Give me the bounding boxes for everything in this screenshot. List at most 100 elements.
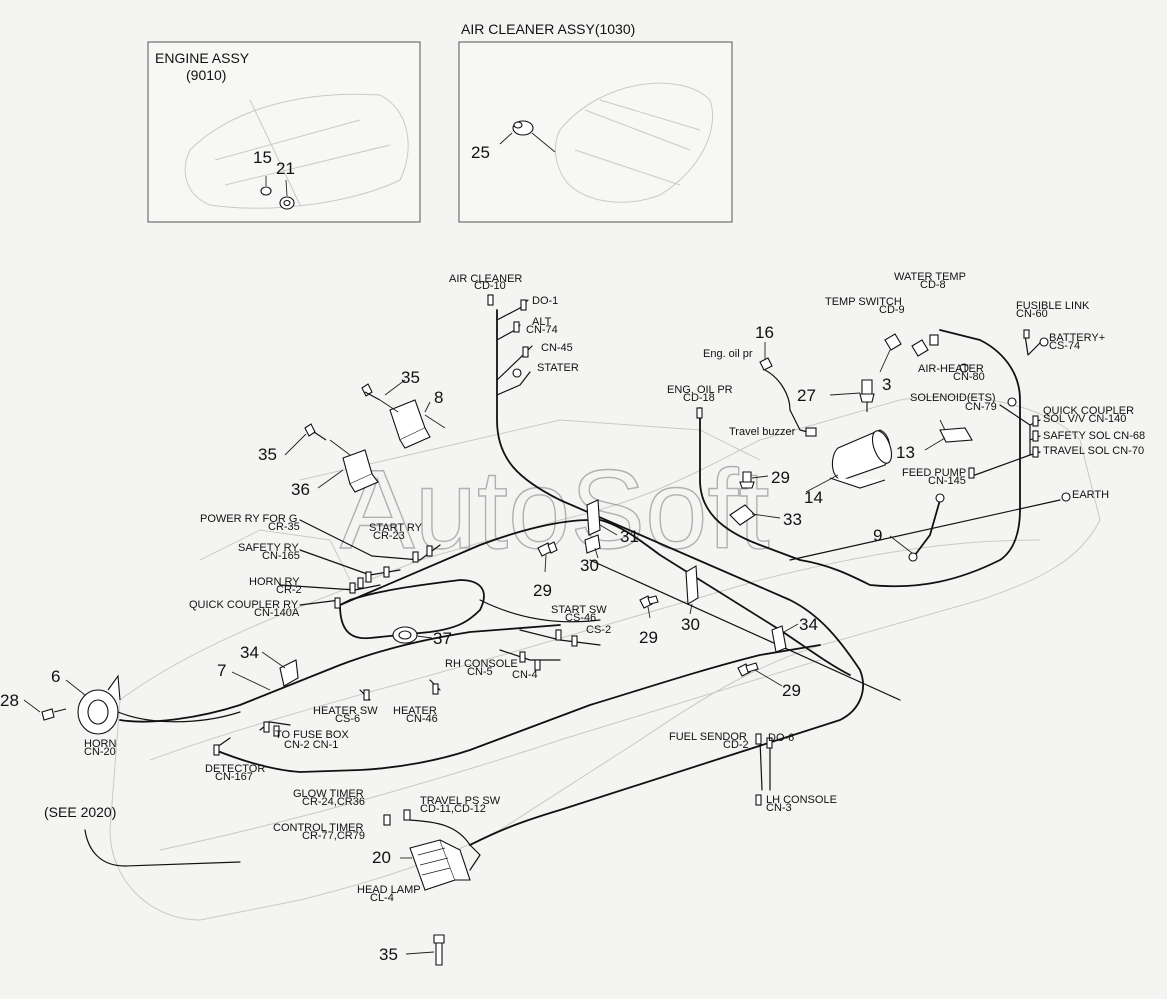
engine-assy-title: ENGINE ASSY — [155, 50, 250, 66]
label-horn-ry: HORN RY — [249, 576, 300, 588]
label-cs2: CS-2 — [586, 624, 611, 636]
label-power-ry: POWER RY FOR G — [200, 513, 297, 525]
label-battery: BATTERY+ — [1049, 332, 1105, 344]
callout-9: 9 — [873, 526, 882, 545]
callout-35-bottom: 35 — [379, 945, 398, 964]
label-glow-timer-code: CR-24,CR36 — [302, 796, 365, 808]
label-lh-console-code: CN-3 — [766, 802, 792, 814]
label-qc-ry-code: CN-140A — [254, 607, 300, 619]
horn-6 — [77, 674, 121, 735]
label-rh-console: RH CONSOLE — [445, 658, 518, 670]
clamp-30b — [685, 565, 699, 605]
label-fuel-sendor: FUEL SENDOR — [669, 731, 747, 743]
label-see-2020: (SEE 2020) — [44, 804, 116, 820]
callouts: 35 8 35 36 16 27 3 13 29 14 33 9 31 30 2… — [0, 323, 915, 964]
label-temp-switch-code: CD-9 — [879, 304, 905, 316]
label-alt-code: CN-74 — [526, 324, 558, 336]
callout-36: 36 — [291, 480, 310, 499]
label-fusible-link: FUSIBLE LINK — [1016, 300, 1090, 312]
label-water-temp-code: CD-8 — [920, 279, 946, 291]
label-cn45: CN-45 — [541, 342, 573, 354]
label-feed-pump-code: CN-145 — [928, 475, 966, 487]
label-start-ry-code: CR-23 — [373, 530, 405, 542]
clamp-31 — [586, 499, 601, 536]
label-stater: STATER — [537, 362, 579, 374]
can-14 — [829, 429, 893, 489]
label-to-fuse-box-code: CN-2 CN-1 — [284, 739, 338, 751]
label-do1: DO-1 — [532, 295, 558, 307]
label-start-sw-code: CS-46 — [565, 612, 596, 624]
label-alt: ALT — [532, 316, 552, 328]
clamp-33 — [729, 504, 756, 526]
label-power-ry-code: CR-35 — [268, 521, 300, 533]
label-air-heater: AIR-HEATER — [918, 363, 984, 375]
callout-34-left: 34 — [240, 643, 259, 662]
air-cleaner-assy-title: AIR CLEANER ASSY(1030) — [461, 21, 635, 37]
label-start-ry: START RY — [369, 522, 423, 534]
air-cleaner-inset: AIR CLEANER ASSY(1030) 25 — [458, 21, 733, 223]
label-horn-code: CN-20 — [84, 746, 116, 758]
bolt-27 — [859, 379, 875, 412]
clamp-30a — [584, 534, 601, 554]
clamp-34b — [279, 659, 299, 687]
label-heater-sw-code: CS-6 — [335, 713, 360, 725]
callout-13: 13 — [896, 443, 915, 462]
bolt-35a — [361, 383, 399, 413]
label-heater-sw: HEATER SW — [313, 705, 378, 717]
bolt-28 — [41, 708, 67, 721]
label-fuel-sendor-code: CD-2 — [723, 739, 749, 751]
head-lamp-20 — [409, 839, 471, 891]
label-travel-buzzer: Travel buzzer — [729, 426, 796, 438]
callout-6: 6 — [51, 667, 60, 686]
temp-switch-3 — [884, 333, 939, 357]
engine-assy-code: (9010) — [186, 67, 226, 83]
label-horn-ry-code: CR-2 — [276, 584, 302, 596]
callout-29-engine: 29 — [771, 468, 790, 487]
label-heater: HEATER — [393, 705, 437, 717]
label-rh-console-code: CN-5 — [467, 666, 493, 678]
label-detector: DETECTOR — [205, 763, 265, 775]
label-safety-ry-code: CN-165 — [262, 550, 300, 562]
callout-28: 28 — [0, 691, 19, 710]
label-eng-oil-pr-small: Eng. oil pr — [703, 348, 753, 360]
label-safety-ry: SAFETY RY — [238, 542, 299, 554]
callout-29-left: 29 — [533, 581, 552, 600]
callout-25: 25 — [471, 143, 490, 162]
relay-8 — [389, 399, 446, 449]
callout-31: 31 — [620, 527, 639, 546]
connector-tags — [213, 294, 1071, 826]
label-qc-ry: QUICK COUPLER RY — [189, 599, 299, 611]
label-travel-ps-sw: TRAVEL PS SW — [420, 795, 501, 807]
callout-21: 21 — [276, 159, 295, 178]
callout-8: 8 — [434, 388, 443, 407]
label-head-lamp-code: CL-4 — [370, 892, 394, 904]
label-air-cleaner: AIR CLEANER — [449, 273, 522, 285]
label-horn: HORN — [84, 738, 116, 750]
callout-15: 15 — [253, 148, 272, 167]
clamp-34a — [771, 625, 787, 653]
label-quick-coupler: QUICK COUPLER — [1043, 405, 1134, 417]
callout-3: 3 — [882, 375, 891, 394]
label-battery-code: CS-74 — [1049, 340, 1080, 352]
leader-lines — [23, 342, 946, 955]
label-safety-sol: SAFETY SOL CN-68 — [1043, 430, 1145, 442]
label-start-sw: START SW — [551, 604, 607, 616]
callout-35-top: 35 — [401, 368, 420, 387]
callout-30-center: 30 — [681, 615, 700, 634]
callout-35-mid: 35 — [258, 445, 277, 464]
label-earth: EARTH — [1072, 489, 1109, 501]
plug-21 — [279, 196, 295, 210]
callout-34-right: 34 — [799, 615, 818, 634]
label-solenoid: SOLENOID(ETS) — [910, 392, 996, 404]
harness-wires — [84, 299, 1061, 871]
label-control-timer-code: CR-77,CR79 — [302, 830, 365, 842]
callout-33: 33 — [783, 510, 802, 529]
callout-20: 20 — [372, 848, 391, 867]
bolt-29d — [737, 662, 759, 677]
callout-29-center: 29 — [639, 628, 658, 647]
label-air-heater-code: CN-80 — [953, 371, 985, 383]
label-travel-sol: TRAVEL SOL CN-70 — [1043, 445, 1144, 457]
label-cn4: CN-4 — [512, 669, 538, 681]
label-water-temp: WATER TEMP — [894, 271, 966, 283]
